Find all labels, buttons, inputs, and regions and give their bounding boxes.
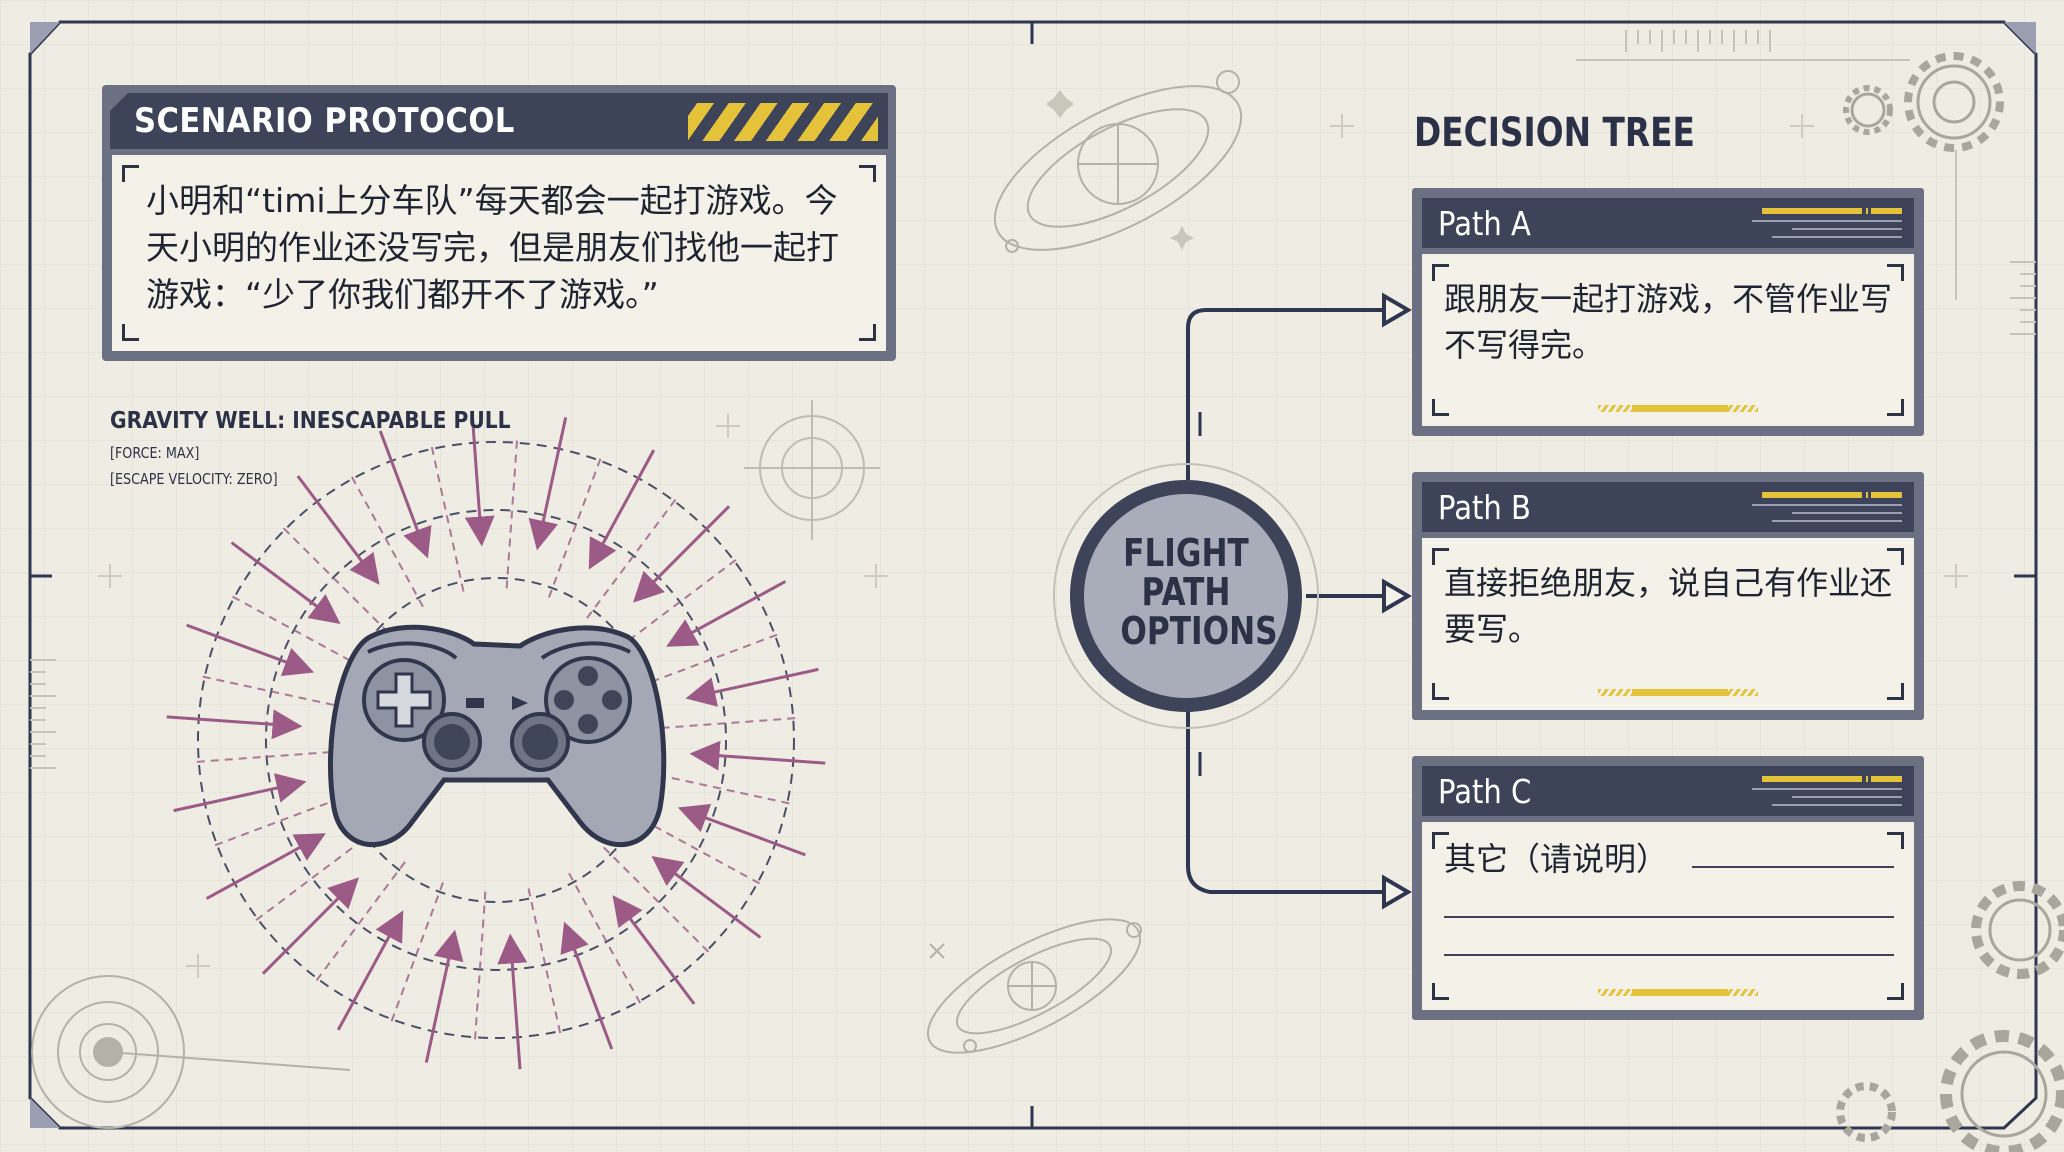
path-a-body: 跟朋友一起打游戏，不管作业写不写得完。	[1422, 254, 1914, 426]
pull-arrow	[632, 505, 731, 603]
fill-in-line[interactable]	[1444, 954, 1894, 956]
path-a-text: 跟朋友一起打游戏，不管作业写不写得完。	[1444, 280, 1893, 364]
pull-arrow	[166, 709, 303, 740]
planet-icon	[993, 70, 1243, 253]
pull-ray	[505, 440, 518, 591]
outer-frame	[28, 20, 2038, 1130]
pull-arrow	[464, 410, 495, 547]
scenario-panel: SCENARIO PROTOCOL 小明和“timi上分车队”每天都会一起打游戏…	[102, 85, 896, 361]
pull-ray	[627, 810, 760, 885]
path-c-text: 其它（请说明）	[1444, 840, 1669, 878]
pull-arrow	[588, 449, 656, 570]
path-a-label: Path A	[1438, 204, 1531, 243]
pull-ray	[350, 476, 425, 609]
pull-ray	[642, 770, 790, 805]
pull-ray	[527, 886, 562, 1034]
pull-arrow	[497, 933, 528, 1070]
pull-arrow	[378, 430, 432, 559]
ruler-marks	[30, 30, 2036, 769]
progress-strip	[1598, 405, 1758, 412]
gear-icon	[1836, 881, 2064, 1152]
scenario-text: 小明和“timi上分车队”每天都会一起打游戏。今天小明的作业还没写完，但是朋友们…	[146, 181, 839, 314]
pull-arrow	[677, 803, 806, 857]
path-b-body: 直接拒绝朋友，说自己有作业还要写。	[1422, 538, 1914, 710]
path-b-label: Path B	[1438, 488, 1531, 527]
pull-ray	[390, 880, 445, 1022]
pull-arrows	[166, 410, 826, 1070]
gravity-force: [FORCE: MAX]	[110, 444, 200, 462]
path-b-header: Path B	[1422, 482, 1914, 532]
pull-arrow	[261, 877, 360, 975]
pull-arrow	[205, 833, 326, 900]
pull-ray	[547, 458, 602, 600]
pull-ray	[214, 791, 356, 847]
path-c-header: Path C	[1422, 766, 1914, 816]
pull-arrow	[560, 921, 614, 1050]
pull-ray	[567, 871, 642, 1004]
scenario-body: 小明和“timi上分车队”每天都会一起打游戏。今天小明的作业还没写完，但是朋友们…	[112, 155, 886, 351]
pull-arrow	[528, 417, 568, 551]
path-b-card[interactable]: Path B 直接拒绝朋友，说自己有作业还要写。	[1412, 472, 1924, 720]
gravity-escape: [ESCAPE VELOCITY: ZERO]	[110, 470, 278, 488]
pull-arrow	[336, 910, 404, 1031]
pull-ray	[430, 446, 465, 594]
pull-arrow	[173, 773, 307, 813]
grid-crosses	[98, 114, 1968, 978]
progress-strip	[1598, 689, 1758, 696]
planet-icon	[926, 918, 1142, 1054]
path-b-text: 直接拒绝朋友，说自己有作业还要写。	[1444, 564, 1893, 648]
pull-ray	[232, 595, 365, 670]
gamepad-icon	[327, 624, 667, 848]
radar-icon	[31, 975, 351, 1129]
fill-in-line[interactable]	[1692, 866, 1894, 868]
pull-ray	[601, 845, 710, 953]
gravity-title: GRAVITY WELL: INESCAPABLE PULL	[110, 408, 511, 434]
pull-ray	[315, 859, 408, 982]
progress-strip	[1598, 989, 1758, 996]
pull-ray	[474, 889, 487, 1040]
hazard-stripes	[688, 103, 878, 141]
path-c-card[interactable]: Path C 其它（请说明）	[1412, 756, 1924, 1020]
pull-ray	[196, 749, 347, 763]
scenario-title: SCENARIO PROTOCOL	[134, 101, 515, 141]
pull-arrow	[689, 740, 826, 771]
pull-arrow	[666, 580, 787, 647]
crosshair-icon	[744, 400, 880, 540]
pull-arrow	[685, 667, 819, 707]
gear-icon	[1843, 52, 2004, 152]
scenario-header: SCENARIO PROTOCOL	[110, 93, 888, 149]
pull-ray	[202, 675, 350, 710]
pull-arrow	[424, 929, 464, 1063]
path-c-label: Path C	[1438, 772, 1532, 811]
pull-arrow	[230, 541, 341, 624]
path-a-header: Path A	[1422, 198, 1914, 248]
pull-arrow	[296, 475, 380, 585]
pull-arrow	[612, 895, 696, 1005]
pull-arrow	[651, 856, 762, 939]
pull-ray	[615, 559, 737, 651]
arrow-icon	[1382, 292, 1412, 910]
flight-path-hub	[1053, 463, 1319, 729]
pull-ray	[645, 717, 796, 731]
pull-arrow	[186, 623, 315, 677]
decision-tree-title: DECISION TREE	[1414, 110, 1695, 156]
fill-in-line[interactable]	[1444, 916, 1894, 918]
hub-label: FLIGHT PATH OPTIONS	[1120, 531, 1278, 653]
pull-ray	[282, 527, 391, 635]
pull-ray	[636, 633, 778, 689]
flight-connectors	[1186, 308, 1386, 894]
path-c-body: 其它（请说明）	[1422, 822, 1914, 1010]
pull-ray	[584, 498, 677, 621]
pull-ray	[255, 829, 377, 921]
path-a-card[interactable]: Path A 跟朋友一起打游戏，不管作业写不写得完。	[1412, 188, 1924, 436]
